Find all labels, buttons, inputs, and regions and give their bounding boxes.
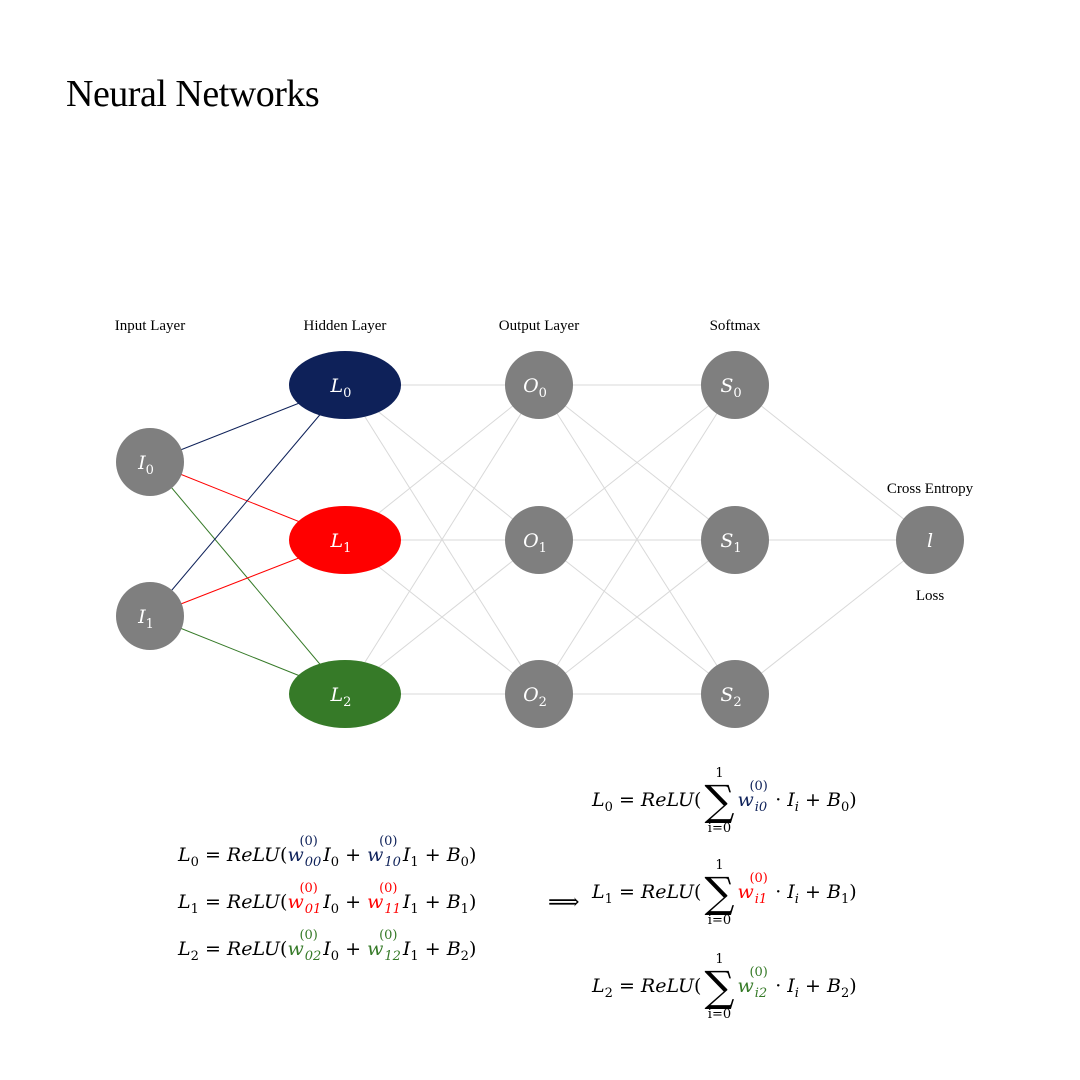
- output-0-label: O0: [523, 375, 547, 401]
- loss-label: l: [927, 530, 933, 552]
- output-0-node: [505, 351, 573, 419]
- hidden-0-label: L0: [330, 375, 352, 401]
- cross-entropy-label: Cross Entropy: [887, 481, 974, 497]
- output-2-label: O2: [523, 684, 547, 710]
- edge-output-2-softmax-1: [538, 539, 736, 695]
- softmax-1-node: [701, 506, 769, 574]
- output-1-node: [505, 506, 573, 574]
- edge-hidden-2-output-0: [344, 384, 540, 695]
- input-1-node: [116, 582, 184, 650]
- edge-input-1-hidden-0: [149, 384, 346, 617]
- input-0-label: I0: [137, 452, 154, 478]
- softmax-1-label: S1: [720, 530, 741, 556]
- output-2-node: [505, 660, 573, 728]
- network-diagram: Input Layer Hidden Layer Output Layer Softm…: [115, 318, 974, 728]
- sum-symbol: 1∑i=0: [704, 766, 735, 836]
- input-0-node: [116, 428, 184, 496]
- softmax-0-label: S0: [720, 375, 741, 401]
- input-1-label: I1: [137, 606, 154, 632]
- edge-output-2-softmax-0: [538, 384, 736, 695]
- layer-label-1: Hidden Layer: [304, 318, 387, 334]
- hidden-2-node: [289, 660, 401, 728]
- layer-label-2: Output Layer: [499, 318, 579, 334]
- edge-softmax-0-loss: [734, 384, 931, 541]
- layer-label-3: Softmax: [710, 318, 761, 334]
- loss-node: [896, 506, 964, 574]
- sum-symbol: 1∑i=0: [704, 952, 735, 1022]
- softmax-0-node: [701, 351, 769, 419]
- hidden-1-label: L1: [330, 530, 352, 556]
- implies-arrow: ⟹: [548, 890, 580, 915]
- loss-label: Loss: [916, 588, 945, 604]
- layer-label-0: Input Layer: [115, 318, 185, 334]
- edge-output-1-softmax-0: [538, 384, 736, 541]
- output-1-label: O1: [523, 530, 547, 556]
- hidden-2-label: L2: [330, 684, 352, 710]
- sum-symbol: 1∑i=0: [704, 858, 735, 928]
- softmax-2-node: [701, 660, 769, 728]
- hidden-1-node: [289, 506, 401, 574]
- softmax-2-label: S2: [720, 684, 741, 710]
- edge-softmax-2-loss: [734, 539, 931, 695]
- hidden-0-node: [289, 351, 401, 419]
- page-title: Neural Networks: [66, 73, 320, 115]
